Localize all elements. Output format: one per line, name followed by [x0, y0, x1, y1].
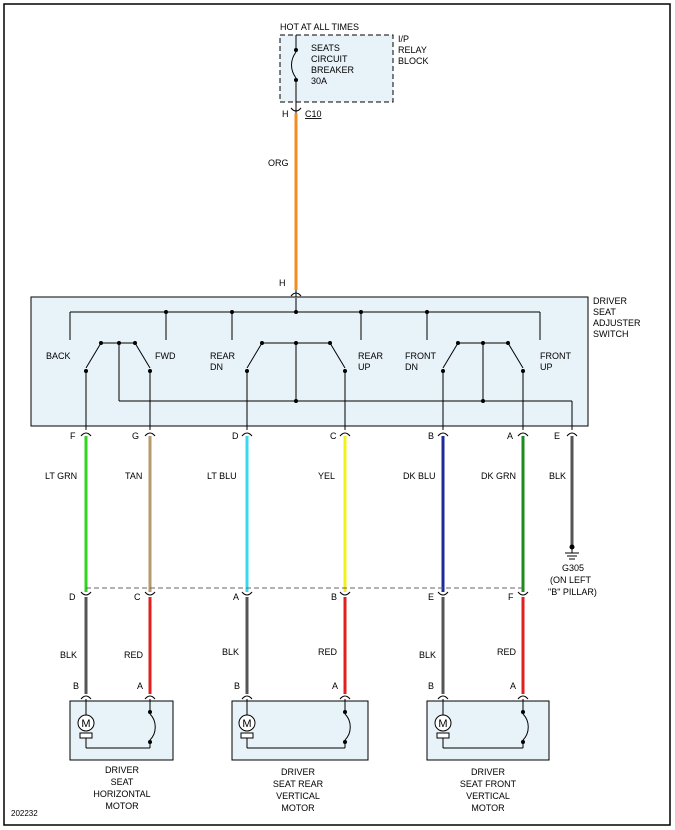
inline-pin-c: C — [134, 592, 141, 602]
motor2-pin-a: A — [332, 681, 338, 691]
breaker-label-1: SEATS — [311, 43, 340, 53]
motor1-symbol: M — [81, 718, 90, 730]
switch-pin-e: E — [554, 431, 560, 441]
inline-pin-d: D — [69, 592, 76, 602]
inline-pin-a: A — [233, 592, 239, 602]
pos-back-label: BACK — [46, 351, 71, 361]
motor2-pin-b: B — [234, 681, 240, 691]
switch-internal-wiring — [69, 298, 573, 430]
hot-at-all-times-label: HOT AT ALL TIMES — [280, 22, 359, 32]
wire-label-dk-grn: DK GRN — [481, 471, 516, 481]
pos-front-up-label-2: UP — [540, 362, 553, 372]
switch-pin-c: C — [330, 431, 337, 441]
motor3-label-3: VERTICAL — [466, 791, 510, 801]
switch-pin-b: B — [428, 431, 434, 441]
lower-wire-label-2: RED — [124, 650, 144, 660]
switch-label-4: SWITCH — [593, 329, 629, 339]
diagram-id: 202232 — [11, 809, 38, 818]
motor2-box — [231, 700, 369, 761]
inline-pin-e: E — [428, 592, 434, 602]
wire-label-dk-blu: DK BLU — [403, 471, 436, 481]
switch-pin-g: G — [132, 431, 139, 441]
motor-horizontal: B A M — [69, 681, 174, 761]
pos-rear-dn-label-2: DN — [210, 362, 223, 372]
inline-pin-f: F — [508, 592, 514, 602]
motor1-pin-b: B — [73, 681, 79, 691]
wire-label-blk-ground: BLK — [549, 471, 566, 481]
wire-label-yel: YEL — [318, 471, 335, 481]
wire-label-tan: TAN — [125, 471, 142, 481]
switch-label-1: DRIVER — [593, 296, 628, 306]
switch-pin-a: A — [507, 431, 513, 441]
relay-block-label-2: RELAY — [398, 45, 427, 55]
inline-connector-pins: D C A B E F — [69, 591, 529, 602]
motor2-label-3: VERTICAL — [276, 791, 320, 801]
relay-pin-label: H — [282, 109, 289, 119]
motor-rear-vertical: B A M — [231, 681, 369, 761]
ground-note-1: (ON LEFT — [550, 575, 592, 585]
ground-icon — [565, 544, 579, 560]
switch-connector-pins: F G D C B A E — [70, 431, 578, 441]
motor3-symbol: M — [438, 718, 447, 730]
circuit-breaker-symbol — [291, 35, 298, 102]
switch-pin-f: F — [70, 431, 76, 441]
relay-block-label-1: I/P — [398, 34, 409, 44]
lower-wire-label-6: RED — [497, 647, 517, 657]
wire-label-lt-grn: LT GRN — [45, 471, 77, 481]
motor1-label-2: SEAT — [111, 777, 134, 787]
wire-label-lt-blu: LT BLU — [207, 471, 237, 481]
lower-wire-label-1: BLK — [60, 650, 77, 660]
breaker-label-2: CIRCUIT — [311, 54, 348, 64]
pos-fwd-label: FWD — [155, 351, 176, 361]
switch-label-3: ADJUSTER — [593, 318, 641, 328]
lower-wire-label-5: BLK — [419, 650, 436, 660]
motor3-pin-a: A — [510, 681, 516, 691]
pos-rear-up-label-1: REAR — [358, 351, 384, 361]
motor3-pin-b: B — [428, 681, 434, 691]
motor1-label-4: MOTOR — [105, 801, 139, 811]
motor2-label-1: DRIVER — [281, 767, 316, 777]
org-wire-label: ORG — [268, 158, 289, 168]
switch-feed-pin-label: H — [279, 278, 286, 288]
seat-adjuster-switch-box — [30, 296, 589, 427]
motor-front-vertical: B A M — [426, 681, 550, 761]
motor3-box — [426, 700, 550, 761]
pos-front-up-label-1: FRONT — [540, 351, 571, 361]
lower-wire-label-4: RED — [318, 647, 338, 657]
pos-front-dn-label-1: FRONT — [405, 351, 436, 361]
motor1-label-3: HORIZONTAL — [93, 789, 150, 799]
lower-wire-label-3: BLK — [222, 647, 239, 657]
breaker-label-4: 30A — [311, 76, 327, 86]
relay-connector-label: C10 — [305, 109, 322, 119]
ground-name: G305 — [562, 563, 584, 573]
breaker-label-3: BREAKER — [311, 65, 355, 75]
pos-rear-dn-label-1: REAR — [210, 351, 236, 361]
pos-rear-up-label-2: UP — [358, 362, 371, 372]
inline-pin-b: B — [331, 592, 337, 602]
pos-front-dn-label-2: DN — [405, 362, 418, 372]
switch-pin-d: D — [232, 431, 239, 441]
motor2-label-4: MOTOR — [281, 803, 315, 813]
motor3-label-1: DRIVER — [471, 767, 506, 777]
motor3-label-2: SEAT FRONT — [460, 779, 517, 789]
motor2-symbol: M — [242, 718, 251, 730]
motor1-pin-a: A — [137, 681, 143, 691]
switch-label-2: SEAT — [593, 307, 616, 317]
motor3-label-4: MOTOR — [471, 803, 505, 813]
motor1-label-1: DRIVER — [105, 765, 140, 775]
ground-note-2: "B" PILLAR) — [548, 587, 597, 597]
relay-block-label-3: BLOCK — [398, 56, 429, 66]
relay-block-box — [279, 34, 394, 103]
motor2-label-2: SEAT REAR — [273, 779, 324, 789]
